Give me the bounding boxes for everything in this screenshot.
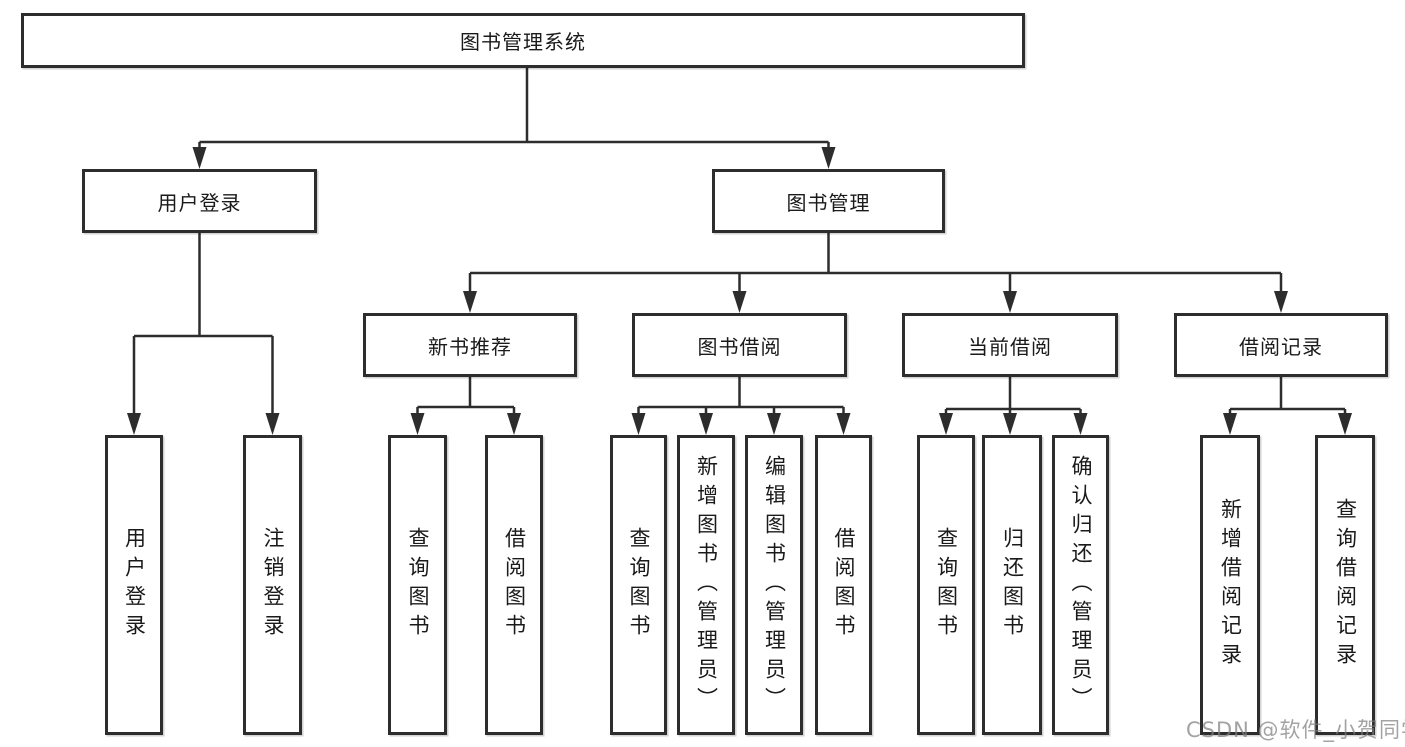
leaf-current-return-books-label: 归还图书	[1000, 527, 1025, 643]
node-new-book-recommend-label: 新书推荐	[428, 334, 512, 359]
root-node-label: 图书管理系统	[460, 30, 586, 54]
node-user-login: 用户登录	[82, 169, 317, 233]
leaf-current-query-books: 查询图书	[917, 435, 975, 735]
node-user-login-label: 用户登录	[157, 190, 242, 215]
leaf-newbook-borrow-books-label: 借阅图书	[502, 527, 527, 643]
leaf-record-query-borrow-record: 查询借阅记录	[1315, 435, 1375, 735]
node-book-management-label: 图书管理	[786, 190, 871, 215]
leaf-newbook-query-books: 查询图书	[388, 435, 447, 735]
leaf-borrow-add-books-admin: 新增图书（管理员）	[677, 435, 735, 735]
leaf-borrow-edit-books-admin-label: 编辑图书（管理员）	[762, 454, 787, 716]
leaf-user-login: 用户登录	[105, 435, 163, 735]
leaf-record-query-borrow-record-label: 查询借阅记录	[1333, 498, 1358, 672]
leaf-record-add-borrow-record-label: 新增借阅记录	[1218, 498, 1243, 672]
arrowhead-icons	[127, 147, 1352, 435]
node-new-book-recommend: 新书推荐	[363, 313, 577, 377]
leaf-logout-label: 注销登录	[261, 527, 285, 643]
leaf-logout: 注销登录	[243, 435, 302, 735]
leaf-current-return-books: 归还图书	[982, 435, 1042, 735]
leaf-newbook-borrow-books: 借阅图书	[485, 435, 543, 735]
node-borrow-record-label: 借阅记录	[1239, 334, 1323, 359]
leaf-borrow-query-books: 查询图书	[610, 435, 667, 735]
leaf-current-confirm-return-admin-label: 确认归还（管理员）	[1069, 454, 1093, 716]
node-borrow-record: 借阅记录	[1174, 313, 1388, 377]
leaf-borrow-borrow-books: 借阅图书	[815, 435, 872, 735]
csdn-watermark: CSDN @软件_小贺同学	[1186, 718, 1405, 742]
leaf-borrow-add-books-admin-label: 新增图书（管理员）	[694, 454, 719, 716]
leaf-borrow-query-books-label: 查询图书	[627, 527, 651, 643]
leaf-record-add-borrow-record: 新增借阅记录	[1200, 435, 1260, 735]
leaf-current-confirm-return-admin: 确认归还（管理员）	[1052, 435, 1109, 735]
leaf-current-query-books-label: 查询图书	[934, 527, 959, 643]
node-book-management: 图书管理	[712, 169, 945, 233]
root-node-library-management-system: 图书管理系统	[21, 13, 1025, 68]
leaf-user-login-label: 用户登录	[122, 527, 147, 643]
leaf-newbook-query-books-label: 查询图书	[406, 527, 430, 643]
node-book-borrow: 图书借阅	[632, 313, 847, 377]
node-current-borrow-label: 当前借阅	[968, 334, 1052, 359]
leaf-borrow-edit-books-admin: 编辑图书（管理员）	[745, 435, 803, 735]
node-book-borrow-label: 图书借阅	[697, 334, 782, 359]
leaf-borrow-borrow-books-label: 借阅图书	[832, 527, 856, 643]
node-current-borrow: 当前借阅	[902, 313, 1118, 377]
